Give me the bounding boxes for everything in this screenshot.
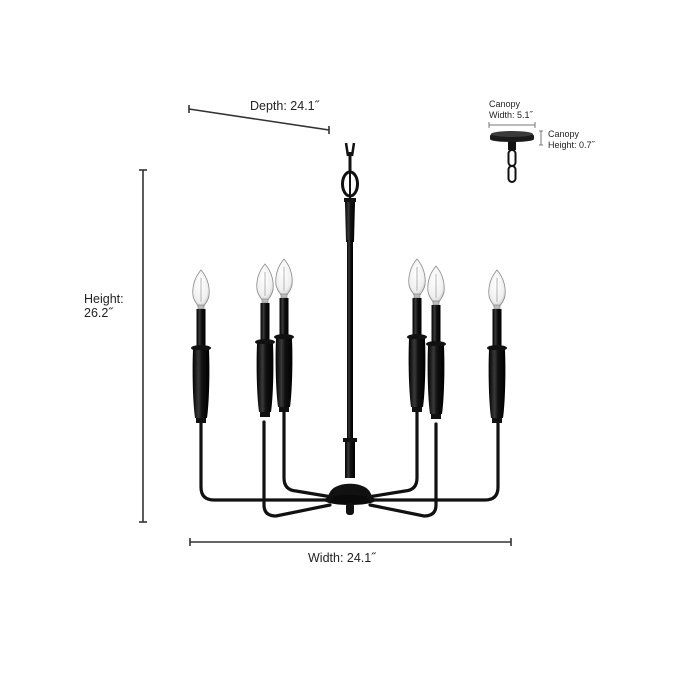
candle-2 <box>254 263 276 418</box>
height-dimension-line <box>139 169 147 523</box>
depth-label: Depth: 24.1˝ <box>250 99 319 113</box>
height-label-line1: Height: <box>84 292 124 306</box>
arms <box>199 408 500 518</box>
height-label-line2: 26.2˝ <box>84 306 113 321</box>
depth-dimension-line <box>188 105 330 134</box>
candle-1 <box>190 269 212 424</box>
width-label: Width: 24.1˝ <box>308 551 376 565</box>
canopy-detail <box>488 122 543 183</box>
canopy-height-label-line1: Canopy <box>548 129 580 139</box>
canopy-height-label: Canopy Height: 0.7˝ <box>548 129 595 151</box>
candle-6 <box>486 269 508 424</box>
candle-4 <box>406 258 428 413</box>
candle-3 <box>273 258 295 413</box>
chain-and-loop <box>341 142 359 198</box>
canopy-height-label-line2: Height: 0.7˝ <box>548 139 595 150</box>
height-label: Height: 26.2˝ <box>84 292 124 321</box>
canopy-width-label: Canopy Width: 5.1˝ <box>489 99 533 121</box>
canopy-width-label-line2: Width: 5.1˝ <box>489 109 533 120</box>
width-dimension-line <box>189 538 512 546</box>
canopy-width-label-line1: Canopy <box>489 99 521 109</box>
candle-5 <box>425 265 447 420</box>
